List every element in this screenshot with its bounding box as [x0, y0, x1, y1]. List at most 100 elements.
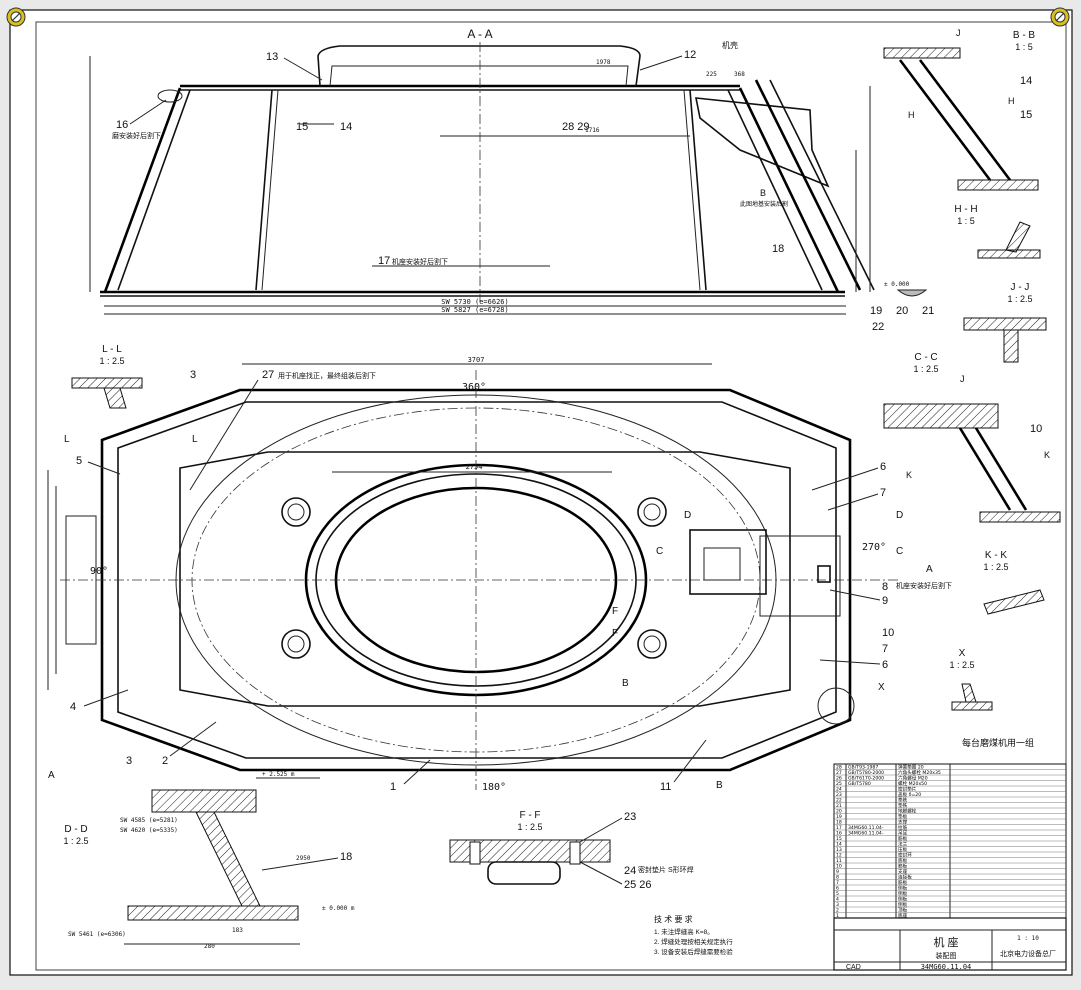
part-25-26: 25 26 [624, 879, 652, 891]
bom-row-name: 弹簧垫圈 20 [898, 764, 924, 771]
dim-368: 368 [734, 71, 745, 78]
bom-row-name: 顶板 [898, 907, 908, 914]
bom-row-number: 14 [836, 842, 842, 848]
bom-row-name: 支撑 [898, 819, 908, 826]
mark-J-1: J [956, 28, 961, 38]
bom-row-number: 23 [836, 792, 842, 798]
view-cc-title: C - C [914, 352, 937, 363]
bom-row-number: 2 [836, 908, 839, 914]
bom-row-number: 20 [836, 809, 842, 815]
dim-2950: 2950 [296, 855, 311, 862]
title-block: 机 座 装配图 北京电力设备总厂 1 : 10 CAD 34MG60.11.04 [833, 917, 1067, 971]
bom-row-name: 连接板 [898, 874, 912, 881]
bom-row-number: 1 [836, 913, 839, 919]
title-sub: 装配图 [936, 951, 957, 960]
view-dd: D - D 1 : 2.5 + 2.525 m SW 4585 (e=5281)… [63, 771, 354, 950]
view-bb: B - B 1 : 5 14 15 H H J [883, 28, 1039, 191]
bom-row-name: 侧板 [898, 896, 908, 903]
part-15a: 15 [296, 121, 308, 133]
note-jijiao: 机壳 [722, 40, 738, 50]
bom-row-number: 4 [836, 897, 839, 903]
part-17: 17 [378, 255, 390, 267]
part-18b: 18 [340, 851, 352, 863]
bom-row-number: 21 [836, 803, 842, 809]
part-2: 2 [162, 755, 168, 767]
tech-item: 1. 未注焊缝高 K=8。 [654, 927, 714, 936]
bom-row-number: 6 [836, 886, 839, 892]
bom-row-name: 螺栓 M20x50 [898, 780, 927, 787]
dim-270deg: 270° [862, 542, 886, 553]
dim-sw5461: SW 5461 (e=6306) [68, 931, 126, 938]
bom-row-code: GB/T93-1987 [848, 765, 878, 771]
bom-row-number: 10 [836, 864, 842, 870]
bom-row-number: 8 [836, 875, 839, 881]
mark-B-1: B [622, 678, 629, 689]
part-15b: 15 [1020, 109, 1032, 121]
bom-row-name: 吊耳 [898, 831, 908, 837]
dim-90deg: 90° [90, 566, 108, 577]
bom-row-number: 12 [836, 853, 842, 859]
view-ff: F - F 1 : 2.5 23 24 密封垫片 S形环焊 25 26 [449, 810, 694, 891]
part-28-29: 28 29 [562, 121, 590, 133]
view-dd-scale: 1 : 2.5 [63, 836, 88, 846]
dim-225: 225 [706, 71, 717, 78]
mark-D-2: D [896, 510, 903, 521]
dim-2754: 2754 [466, 463, 483, 471]
bom-row-number: 24 [836, 787, 842, 793]
note-27: 用于机座找正，最终组装后割下 [278, 371, 376, 380]
mark-J-2: J [960, 374, 965, 384]
part-21: 21 [922, 305, 934, 317]
part-19: 19 [870, 305, 882, 317]
mark-K-2: K [1044, 450, 1050, 460]
bom-row-name: 侧板 [898, 901, 908, 908]
bom-row-number: 17 [836, 825, 842, 831]
view-kk: K - K 1 : 2.5 [983, 550, 1045, 615]
bom-row-number: 16 [836, 831, 842, 837]
tech-item: 3. 设备安装后焊缝需要检验 [654, 947, 733, 956]
view-ll-scale: 1 : 2.5 [99, 356, 124, 366]
view-x: X 1 : 2.5 每台磨煤机用一组 [949, 648, 1034, 748]
bom-row-name: 支座 [898, 868, 908, 875]
view-ff-title: F - F [519, 810, 540, 821]
bom-row-name: 法兰 [898, 841, 908, 848]
dim-180deg: 180° [482, 782, 506, 793]
bom-row-name: 密封环 [898, 852, 912, 859]
part-10a: 10 [882, 627, 894, 639]
note-24: 密封垫片 S形环焊 [638, 865, 694, 874]
mark-L-1: L [64, 434, 70, 445]
dim-280: 280 [204, 943, 215, 950]
bom-row-number: 5 [836, 891, 839, 897]
part-9: 9 [882, 595, 888, 607]
bom-row-number: 19 [836, 814, 842, 820]
mark-B-2: B [716, 780, 723, 791]
dim-360deg: 360° [462, 382, 486, 393]
title-name: 机 座 [933, 935, 958, 949]
mark-F-2: F [612, 628, 618, 639]
bom-row-code: 34MG60.11.04- [848, 831, 884, 837]
title-cad: CAD [846, 964, 861, 971]
inner-frame [35, 21, 1067, 971]
view-kk-title: K - K [985, 550, 1008, 561]
bom-row-number: 28 [836, 765, 842, 771]
note-17: 机座安装好后割下 [392, 257, 448, 266]
bom-row-number: 13 [836, 847, 842, 853]
mark-C-1: C [656, 546, 663, 557]
view-ll: L - L 1 : 2.5 [71, 344, 143, 409]
bom-row-name: 底座 [898, 912, 908, 919]
dim-plus2525: + 2.525 m [262, 771, 295, 778]
view-jj-scale: 1 : 2.5 [1007, 294, 1032, 304]
mark-H-1: H [908, 110, 915, 120]
bom-row-code: GB/T6170-2000 [848, 776, 884, 782]
plan-view: 90° 3707 2754 360° 270° 180° 3 27 用于机座找正… [47, 356, 952, 793]
bom-row-name: 盖板 δ=20 [898, 791, 921, 798]
bom-row-number: 9 [836, 869, 839, 875]
bom-row-number: 27 [836, 770, 842, 776]
part-11: 11 [660, 781, 671, 793]
bom-row-number: 3 [836, 902, 839, 908]
pin-icon [1050, 7, 1070, 27]
bom-row-name: 侧板 [898, 890, 908, 897]
part-12: 12 [684, 49, 696, 61]
bom-row-name: 垫板 [898, 813, 908, 820]
note-perset: 每台磨煤机用一组 [962, 737, 1034, 748]
view-aa-title: A - A [467, 27, 492, 41]
